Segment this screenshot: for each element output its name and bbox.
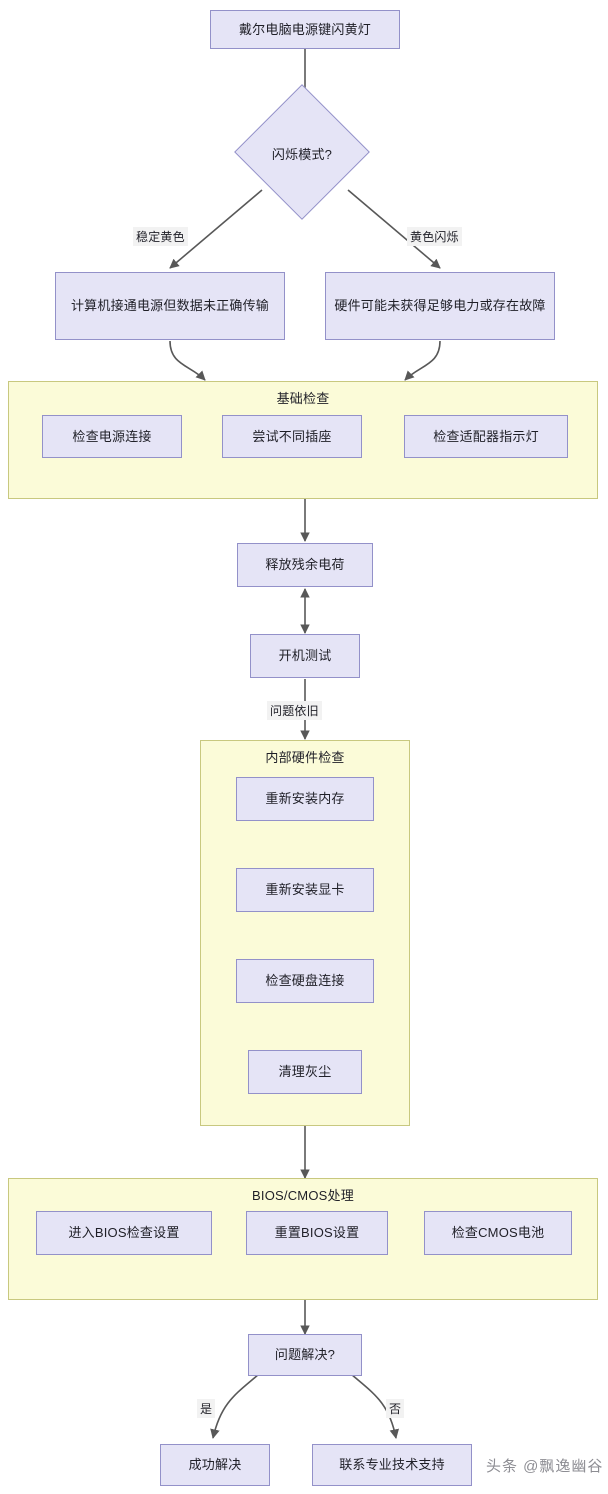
group-bios-cmos-item-0[interactable]: 进入BIOS检查设置 [36, 1211, 212, 1255]
edge-label-steady-amber: 稳定黄色 [133, 227, 188, 246]
group-bios-cmos-title: BIOS/CMOS处理 [252, 1188, 354, 1203]
edge-label-blinking-amber: 黄色闪烁 [407, 227, 462, 246]
node-branch-blink[interactable]: 硬件可能未获得足够电力或存在故障 [325, 272, 555, 340]
node-outcome-contact-support[interactable]: 联系专业技术支持 [312, 1444, 472, 1486]
edge-label-still-failing: 问题依旧 [267, 701, 322, 720]
group-basic-checks-item-0[interactable]: 检查电源连接 [42, 415, 182, 458]
node-discharge-residual-power[interactable]: 释放残余电荷 [237, 543, 373, 587]
node-decision-problem-solved[interactable]: 问题解决? [248, 1334, 362, 1376]
watermark: 头条 @飘逸幽谷 [486, 1458, 604, 1475]
node-decision-blink-mode-label: 闪烁模式? [271, 147, 333, 162]
group-internal-hardware-item-3[interactable]: 清理灰尘 [248, 1050, 362, 1094]
node-start[interactable]: 戴尔电脑电源键闪黄灯 [210, 10, 400, 49]
group-internal-hardware-item-0[interactable]: 重新安装内存 [236, 777, 374, 821]
group-internal-hardware-item-2[interactable]: 检查硬盘连接 [236, 959, 374, 1003]
group-basic-checks-item-1[interactable]: 尝试不同插座 [222, 415, 362, 458]
node-branch-steady[interactable]: 计算机接通电源但数据未正确传输 [55, 272, 285, 340]
group-basic-checks-item-2[interactable]: 检查适配器指示灯 [404, 415, 568, 458]
node-outcome-success[interactable]: 成功解决 [160, 1444, 270, 1486]
group-bios-cmos-item-2[interactable]: 检查CMOS电池 [424, 1211, 572, 1255]
group-internal-hardware-item-1[interactable]: 重新安装显卡 [236, 868, 374, 912]
edge-label-no: 否 [386, 1399, 405, 1418]
group-basic-checks-title: 基础检查 [276, 391, 330, 406]
node-power-on-test[interactable]: 开机测试 [250, 634, 360, 678]
group-internal-hardware-title: 内部硬件检查 [265, 750, 345, 765]
group-bios-cmos-item-1[interactable]: 重置BIOS设置 [246, 1211, 388, 1255]
edge-label-yes: 是 [197, 1399, 216, 1418]
